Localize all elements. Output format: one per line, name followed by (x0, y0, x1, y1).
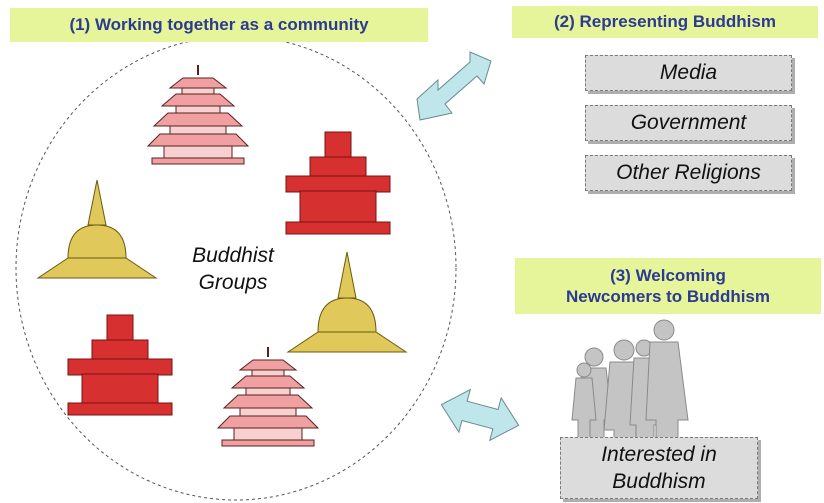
media-label: Media (659, 61, 718, 84)
government-label: Government (630, 111, 747, 134)
government-box: Government (585, 105, 792, 141)
people-silhouette-icon (571, 319, 689, 446)
double-arrow-icon (440, 388, 520, 442)
pagoda-icon (146, 65, 250, 165)
buddhist-groups-line2: Groups (198, 271, 268, 295)
media-box: Media (585, 55, 792, 91)
stupa-icon (36, 179, 158, 279)
interested-line2: Buddhism (612, 470, 706, 493)
community-banner: (1) Working together as a community (10, 8, 428, 42)
interested-in-buddhism-box: Interested in Buddhism (560, 437, 758, 499)
welcoming-banner-line1: (3) Welcoming (610, 265, 726, 285)
buddhist-groups-line1: Buddhist (192, 244, 274, 267)
representing-banner: (2) Representing Buddhism (512, 6, 818, 38)
other-religions-box: Other Religions (585, 155, 792, 191)
stepped-stupa-icon (285, 131, 391, 235)
other-religions-label: Other Religions (616, 161, 761, 184)
welcoming-banner-line2: Newcomers to Buddhism (565, 287, 771, 306)
double-arrow-icon (416, 51, 492, 121)
buddhist-groups-label: Buddhist Groups (168, 242, 298, 297)
community-banner-text: (1) Working together as a community (69, 15, 369, 35)
stepped-stupa-icon (67, 314, 173, 416)
pagoda-icon (216, 347, 320, 447)
stupa-icon (286, 251, 408, 353)
welcoming-banner: (3) Welcoming Newcomers to Buddhism (515, 258, 821, 314)
interested-line1: Interested in (601, 442, 717, 466)
representing-banner-text: (2) Representing Buddhism (554, 12, 776, 32)
